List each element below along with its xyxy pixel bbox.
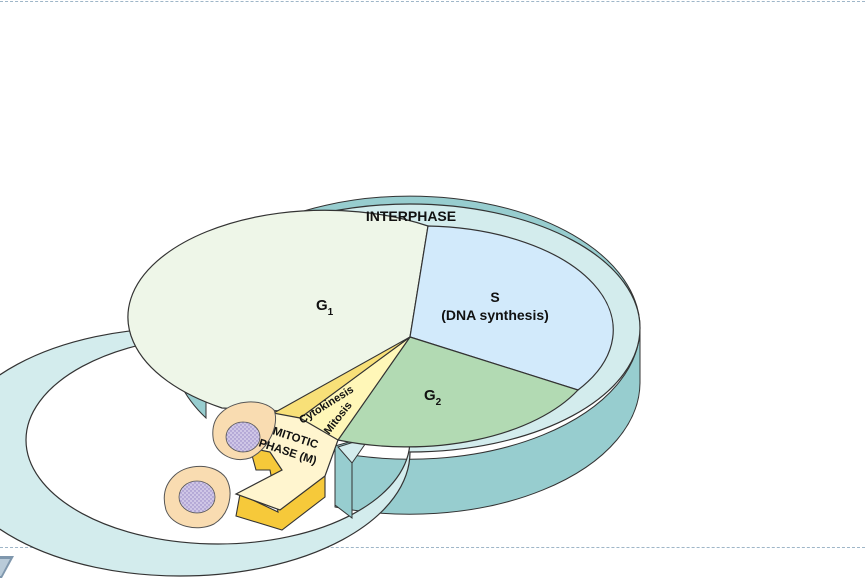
- g2-main: G: [424, 387, 436, 404]
- slide-corner-icon: [0, 556, 14, 578]
- cell-upper: [212, 401, 276, 460]
- interphase-label: INTERPHASE: [366, 208, 456, 224]
- sector-g2: [336, 336, 580, 448]
- s-sublabel: (DNA synthesis): [441, 307, 549, 323]
- g2-sub: 2: [436, 397, 442, 408]
- top-guide-line: [0, 1, 865, 2]
- g1-sub: 1: [328, 307, 334, 318]
- sector-s: [409, 225, 614, 391]
- g1-label: G1: [316, 297, 334, 318]
- bottom-guide-line: [0, 547, 865, 548]
- g2-label: G2: [424, 387, 442, 408]
- s-label: S: [490, 289, 499, 305]
- cell-lower: [163, 465, 231, 529]
- sector-g1: [127, 209, 429, 413]
- g1-main: G: [316, 297, 328, 314]
